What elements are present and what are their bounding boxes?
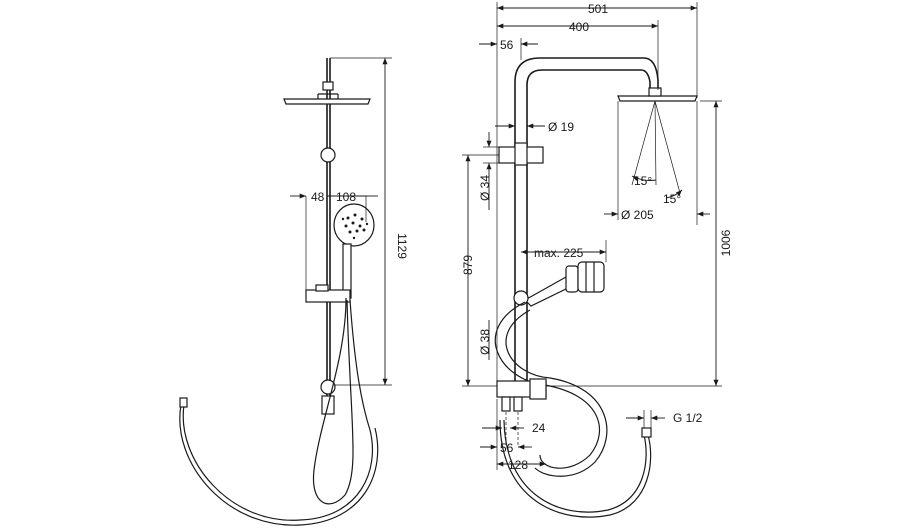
dim-48: 48	[311, 190, 325, 204]
dim-24: 24	[532, 421, 546, 435]
dim-400: 400	[569, 20, 589, 34]
side-upper-joint	[320, 147, 336, 163]
front-valve-left	[501, 396, 511, 412]
hand-shower-nozzles	[341, 213, 369, 240]
side-hand-shower-head	[333, 203, 375, 247]
dim-1129: 1129	[395, 233, 409, 259]
angle-right: 15°	[663, 192, 681, 206]
dim-g-half: G 1/2	[673, 411, 703, 425]
side-hand-shower-handle	[342, 243, 352, 299]
front-shower-hose	[494, 301, 601, 469]
side-shower-hose	[312, 297, 354, 505]
side-view: 48 108 1129	[179, 57, 409, 526]
front-hand-shower	[524, 276, 573, 307]
dim-1006: 1006	[719, 229, 733, 256]
dim-diameter-19: Ø 19	[548, 120, 574, 134]
dim-diameter-38: Ø 38	[478, 329, 492, 355]
dim-56-top: 56	[500, 38, 514, 52]
side-slide-holder	[305, 289, 351, 303]
front-view: 15° 15° Ø 205 501 400 56 Ø 19 Ø 34	[461, 2, 733, 518]
front-riser-arm	[514, 57, 659, 395]
dim-108: 108	[336, 190, 356, 204]
side-overhead-shower	[283, 98, 371, 105]
dim-501: 501	[588, 2, 608, 16]
front-middle-joint	[513, 290, 529, 306]
side-top-cap	[322, 81, 334, 91]
angle-left: 15°	[634, 174, 652, 188]
dim-max-225: max. 225	[534, 246, 584, 260]
front-overhead-shower	[617, 95, 698, 102]
dim-diameter-205: Ø 205	[621, 208, 654, 222]
dim-128: 128	[508, 458, 528, 472]
front-valve-right	[513, 396, 523, 412]
dim-56-bottom: 56	[500, 441, 514, 455]
dim-879: 879	[461, 255, 475, 275]
dim-diameter-34: Ø 34	[478, 175, 492, 201]
